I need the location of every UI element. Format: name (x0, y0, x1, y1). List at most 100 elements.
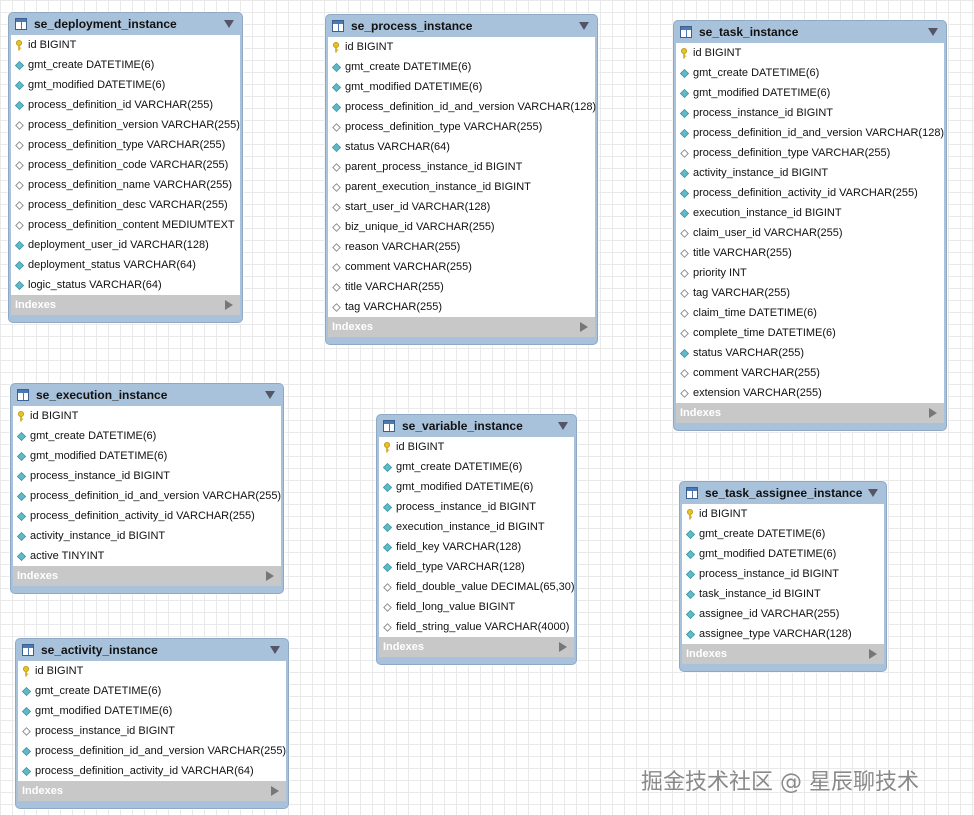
column-row[interactable]: process_instance_id BIGINT (682, 564, 884, 584)
collapse-arrow-icon[interactable] (558, 422, 568, 430)
column-row[interactable]: gmt_modified DATETIME(6) (18, 701, 286, 721)
column-row[interactable]: process_definition_name VARCHAR(255) (11, 175, 240, 195)
column-row[interactable]: id BIGINT (328, 37, 595, 57)
table-header[interactable]: se_process_instance (328, 15, 595, 37)
column-row[interactable]: parent_process_instance_id BIGINT (328, 157, 595, 177)
column-row[interactable]: process_instance_id BIGINT (676, 103, 944, 123)
column-row[interactable]: logic_status VARCHAR(64) (11, 275, 240, 295)
table-header[interactable]: se_task_assignee_instance (682, 482, 884, 504)
expand-arrow-icon[interactable] (580, 322, 588, 332)
column-row[interactable]: gmt_modified DATETIME(6) (676, 83, 944, 103)
column-row[interactable]: start_user_id VARCHAR(128) (328, 197, 595, 217)
column-row[interactable]: process_definition_id_and_version VARCHA… (13, 486, 281, 506)
indexes-bar[interactable]: Indexes (13, 566, 281, 586)
column-row[interactable]: extension VARCHAR(255) (676, 383, 944, 403)
column-row[interactable]: gmt_create DATETIME(6) (379, 457, 574, 477)
column-row[interactable]: field_double_value DECIMAL(65,30) (379, 577, 575, 597)
column-row[interactable]: field_key VARCHAR(128) (379, 537, 574, 557)
column-row[interactable]: biz_unique_id VARCHAR(255) (328, 217, 595, 237)
table-header[interactable]: se_deployment_instance (11, 13, 240, 35)
column-row[interactable]: id BIGINT (18, 661, 286, 681)
column-row[interactable]: activity_instance_id BIGINT (13, 526, 281, 546)
column-row[interactable]: status VARCHAR(64) (328, 137, 595, 157)
expand-arrow-icon[interactable] (929, 408, 937, 418)
table-header[interactable]: se_variable_instance (379, 415, 574, 437)
column-row[interactable]: field_type VARCHAR(128) (379, 557, 574, 577)
column-row[interactable]: process_definition_id_and_version VARCHA… (18, 741, 286, 761)
column-row[interactable]: status VARCHAR(255) (676, 343, 944, 363)
column-row[interactable]: id BIGINT (11, 35, 240, 55)
indexes-bar[interactable]: Indexes (379, 637, 574, 657)
column-row[interactable]: title VARCHAR(255) (328, 277, 595, 297)
collapse-arrow-icon[interactable] (928, 28, 938, 36)
column-row[interactable]: execution_instance_id BIGINT (379, 517, 574, 537)
column-row[interactable]: field_long_value BIGINT (379, 597, 574, 617)
column-row[interactable]: id BIGINT (13, 406, 281, 426)
column-row[interactable]: process_definition_version VARCHAR(255) (11, 115, 240, 135)
collapse-arrow-icon[interactable] (270, 646, 280, 654)
column-row[interactable]: gmt_modified DATETIME(6) (682, 544, 884, 564)
column-row[interactable]: process_definition_content MEDIUMTEXT (11, 215, 240, 235)
expand-arrow-icon[interactable] (271, 786, 279, 796)
column-row[interactable]: id BIGINT (676, 43, 944, 63)
column-row[interactable]: priority INT (676, 263, 944, 283)
column-row[interactable]: gmt_create DATETIME(6) (11, 55, 240, 75)
column-row[interactable]: execution_instance_id BIGINT (676, 203, 944, 223)
column-row[interactable]: id BIGINT (379, 437, 574, 457)
column-row[interactable]: gmt_modified DATETIME(6) (11, 75, 240, 95)
table-header[interactable]: se_execution_instance (13, 384, 281, 406)
column-row[interactable]: claim_time DATETIME(6) (676, 303, 944, 323)
column-row[interactable]: gmt_modified DATETIME(6) (328, 77, 595, 97)
indexes-bar[interactable]: Indexes (682, 644, 884, 664)
column-row[interactable]: gmt_create DATETIME(6) (18, 681, 286, 701)
column-row[interactable]: gmt_modified DATETIME(6) (379, 477, 574, 497)
expand-arrow-icon[interactable] (869, 649, 877, 659)
column-row[interactable]: tag VARCHAR(255) (328, 297, 595, 317)
column-row[interactable]: deployment_status VARCHAR(64) (11, 255, 240, 275)
column-row[interactable]: assignee_type VARCHAR(128) (682, 624, 884, 644)
column-row[interactable]: gmt_create DATETIME(6) (13, 426, 281, 446)
column-row[interactable]: process_definition_id_and_version VARCHA… (328, 97, 596, 117)
table-header[interactable]: se_activity_instance (18, 639, 286, 661)
collapse-arrow-icon[interactable] (224, 20, 234, 28)
column-row[interactable]: deployment_user_id VARCHAR(128) (11, 235, 240, 255)
column-row[interactable]: assignee_id VARCHAR(255) (682, 604, 884, 624)
column-row[interactable]: process_definition_id VARCHAR(255) (11, 95, 240, 115)
column-row[interactable]: gmt_modified DATETIME(6) (13, 446, 281, 466)
column-row[interactable]: parent_execution_instance_id BIGINT (328, 177, 595, 197)
indexes-bar[interactable]: Indexes (328, 317, 595, 337)
column-row[interactable]: comment VARCHAR(255) (328, 257, 595, 277)
column-row[interactable]: activity_instance_id BIGINT (676, 163, 944, 183)
expand-arrow-icon[interactable] (266, 571, 274, 581)
expand-arrow-icon[interactable] (225, 300, 233, 310)
column-row[interactable]: gmt_create DATETIME(6) (682, 524, 884, 544)
column-row[interactable]: tag VARCHAR(255) (676, 283, 944, 303)
column-row[interactable]: comment VARCHAR(255) (676, 363, 944, 383)
column-row[interactable]: process_definition_code VARCHAR(255) (11, 155, 240, 175)
column-row[interactable]: process_definition_type VARCHAR(255) (676, 143, 944, 163)
column-row[interactable]: complete_time DATETIME(6) (676, 323, 944, 343)
indexes-bar[interactable]: Indexes (676, 403, 944, 423)
column-row[interactable]: gmt_create DATETIME(6) (676, 63, 944, 83)
expand-arrow-icon[interactable] (559, 642, 567, 652)
column-row[interactable]: reason VARCHAR(255) (328, 237, 595, 257)
column-row[interactable]: process_definition_id_and_version VARCHA… (676, 123, 944, 143)
column-row[interactable]: active TINYINT (13, 546, 281, 566)
column-row[interactable]: process_instance_id BIGINT (18, 721, 286, 741)
column-row[interactable]: process_definition_type VARCHAR(255) (11, 135, 240, 155)
indexes-bar[interactable]: Indexes (18, 781, 286, 801)
collapse-arrow-icon[interactable] (868, 489, 878, 497)
column-row[interactable]: title VARCHAR(255) (676, 243, 944, 263)
indexes-bar[interactable]: Indexes (11, 295, 240, 315)
collapse-arrow-icon[interactable] (579, 22, 589, 30)
column-row[interactable]: field_string_value VARCHAR(4000) (379, 617, 574, 637)
collapse-arrow-icon[interactable] (265, 391, 275, 399)
column-row[interactable]: process_definition_activity_id VARCHAR(2… (676, 183, 944, 203)
column-row[interactable]: process_instance_id BIGINT (13, 466, 281, 486)
